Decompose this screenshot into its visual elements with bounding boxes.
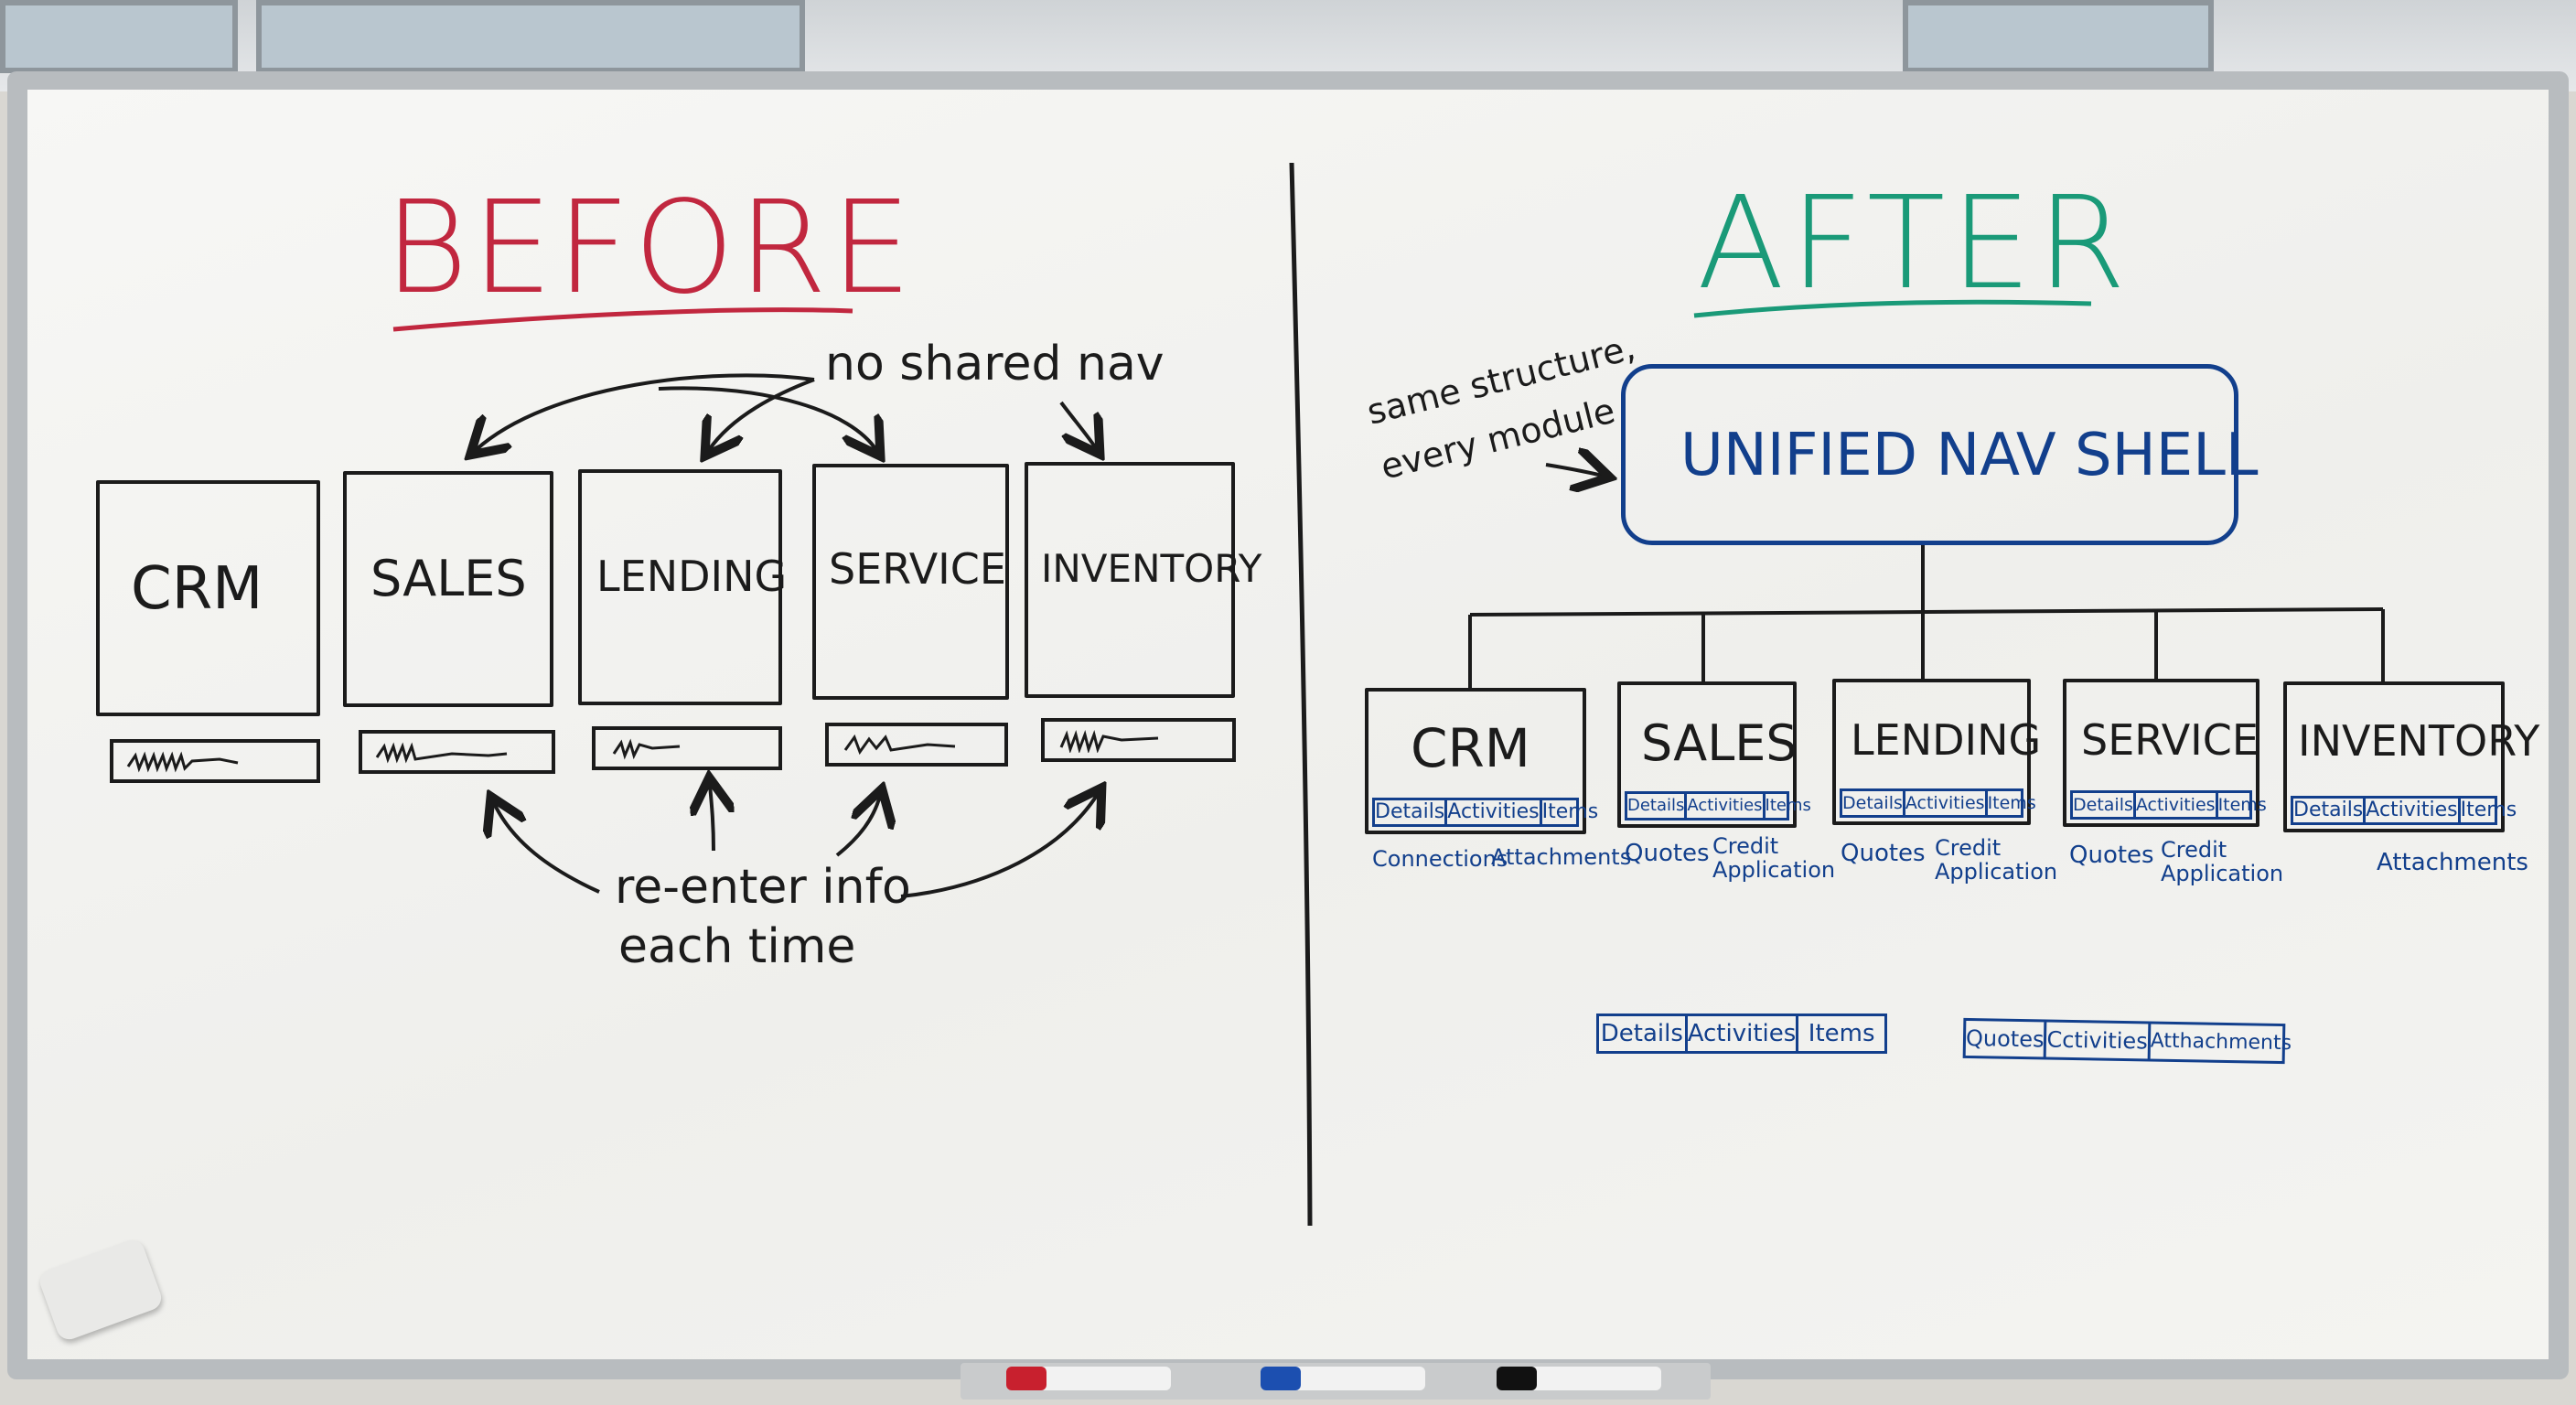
lending-extra-credit-application: Credit Application: [1935, 835, 2058, 885]
arrow-to-service: [658, 386, 876, 450]
tab-items: Items: [2460, 799, 2517, 821]
tab-items: Items: [1987, 793, 2036, 813]
after-module-inventory: INVENTORY Details Activities Items: [2283, 681, 2539, 832]
lending-extra-quotes: Quotes: [1841, 840, 1926, 867]
before-title: BEFORE: [384, 174, 916, 323]
before-module-lending: LENDING: [578, 469, 787, 705]
window-mid: [256, 0, 805, 73]
after-underline: [1693, 299, 2092, 318]
scribble-mark: [612, 738, 681, 760]
legend-nav-strip-right: Quotes Cctivities Atthachments: [1962, 1017, 2292, 1065]
center-divider-line: [1289, 162, 1313, 1227]
after-module-tabs: Details Activities Items: [1840, 788, 2036, 818]
arrow-up-lending: [710, 785, 714, 852]
blue-marker-icon: [1261, 1367, 1425, 1390]
before-module-crm: CRM: [96, 480, 320, 716]
before-nav-bar-sales: [359, 730, 555, 774]
red-marker-icon: [1006, 1367, 1171, 1390]
tab-details: Details: [2073, 793, 2136, 817]
crm-extra-attachments: Attachments: [1491, 844, 1632, 870]
before-module-label: INVENTORY: [1041, 546, 1262, 591]
window-right: [1903, 0, 2214, 73]
arrow-up-sales: [494, 803, 600, 894]
marker-cap: [1006, 1367, 1046, 1390]
after-module-label: SERVICE: [2081, 715, 2259, 765]
before-module-inventory: INVENTORY: [1025, 462, 1261, 698]
after-title: AFTER: [1697, 169, 2132, 318]
before-nav-bar-inventory: [1041, 718, 1236, 762]
scribble-mark: [1059, 729, 1159, 753]
arrow-up-inventory: [900, 794, 1098, 898]
after-module-label: CRM: [1411, 717, 1530, 779]
legend-tab-cctivities: Cctivities: [2046, 1022, 2152, 1059]
tab-details: Details: [2293, 799, 2367, 822]
tab-details: Details: [1375, 800, 1448, 824]
arrow-to-sales: [476, 373, 815, 450]
before-module-label: LENDING: [596, 552, 788, 601]
branch-bar: [1469, 607, 2384, 617]
tab-activities: Activities: [1687, 794, 1766, 818]
arrow-to-lending: [709, 378, 815, 450]
before-bottom-note-line1: re-enter info: [615, 860, 911, 915]
tab-details: Details: [1627, 794, 1688, 818]
after-module-lending: LENDING Details Activities Items: [1832, 679, 2041, 825]
before-top-note: no shared nav: [825, 337, 1165, 391]
after-module-label: LENDING: [1851, 715, 2042, 765]
crm-extra-connections: Connections: [1372, 846, 1508, 872]
scribble-mark: [843, 734, 956, 756]
after-module-tabs: Details Activities Items: [2070, 790, 2267, 820]
tab-items: Items: [2217, 795, 2267, 815]
after-module-tabs: Details Activities Items: [2291, 796, 2517, 825]
window-left: [0, 0, 238, 73]
arrow-to-inventory: [1059, 401, 1096, 448]
sales-extra-credit-application: Credit Application: [1712, 833, 1836, 883]
before-underline: [392, 307, 853, 332]
before-module-service: SERVICE: [812, 464, 1009, 700]
before-module-label: SALES: [370, 550, 527, 607]
after-module-service: SERVICE Details Activities Items: [2063, 679, 2267, 827]
marker-cap: [1261, 1367, 1301, 1390]
before-module-sales: SALES: [343, 471, 553, 707]
after-module-tabs: Details Activities Items: [1625, 791, 1811, 820]
service-extra-quotes: Quotes: [2069, 842, 2154, 869]
after-module-label: INVENTORY: [2298, 716, 2540, 766]
before-nav-bar-crm: [110, 739, 320, 783]
legend-tab-activities: Activities: [1688, 1016, 1799, 1051]
legend-tab-details: Details: [1599, 1016, 1688, 1051]
arrow-to-shell: [1545, 465, 1603, 476]
before-module-label: CRM: [131, 555, 263, 623]
legend-tab-atthachments: Atthachments: [2150, 1029, 2292, 1056]
scribble-mark: [126, 751, 239, 773]
tab-activities: Activities: [1447, 800, 1542, 824]
before-module-label: SERVICE: [829, 544, 1006, 594]
tab-items: Items: [1541, 800, 1599, 823]
before-bottom-note-line2: each time: [618, 919, 856, 974]
shell-label: UNIFIED NAV SHELL: [1680, 422, 2259, 489]
after-module-sales: SALES Details Activities Items: [1617, 681, 1811, 828]
legend-tab-quotes: Quotes: [1965, 1020, 2047, 1057]
black-marker-icon: [1497, 1367, 1661, 1390]
after-module-label: SALES: [1641, 714, 1798, 772]
inventory-extra-attachments: Attachments: [2377, 849, 2528, 876]
tab-details: Details: [1842, 791, 1905, 815]
tab-activities: Activities: [2366, 799, 2461, 822]
unified-nav-shell: UNIFIED NAV SHELL: [1621, 364, 2259, 545]
service-extra-credit-application: Credit Application: [2161, 837, 2284, 886]
after-module-crm: CRM Details Activities Items: [1365, 688, 1598, 834]
arrow-up-service: [835, 796, 880, 857]
legend-nav-strip-left: Details Activities Items: [1596, 1014, 1887, 1054]
tab-activities: Activities: [1905, 791, 1988, 815]
tab-items: Items: [1765, 796, 1811, 815]
tab-activities: Activities: [2136, 793, 2218, 817]
marker-cap: [1497, 1367, 1537, 1390]
before-nav-bar-lending: [592, 726, 782, 770]
scribble-mark: [375, 742, 508, 764]
after-module-tabs: Details Activities Items: [1372, 798, 1598, 827]
legend-tab-items: Items: [1808, 1020, 1875, 1047]
sales-extra-quotes: Quotes: [1625, 840, 1710, 867]
whiteboard: [27, 90, 2549, 1359]
before-nav-bar-service: [825, 723, 1008, 767]
